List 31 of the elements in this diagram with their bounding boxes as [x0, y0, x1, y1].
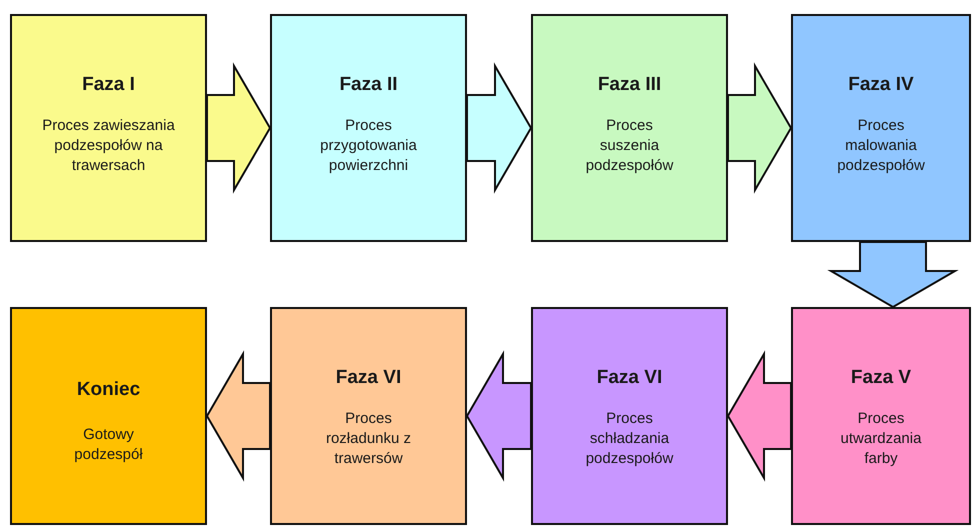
phase-description: Gotowy podzespół [73, 425, 144, 465]
block-arrow [466, 350, 532, 482]
phase-description: Proces utwardzania farby [840, 409, 922, 469]
phase-title: Faza II [339, 74, 398, 96]
phase-title: Koniec [76, 379, 140, 401]
block-arrow [827, 241, 959, 308]
phase-box [791, 14, 971, 242]
phase-box [791, 307, 971, 525]
phase-box [531, 14, 728, 242]
block-arrow [727, 62, 792, 194]
phase-box [10, 307, 207, 525]
phase-title: Faza III [598, 74, 662, 96]
phase-title: Faza V [850, 367, 912, 389]
phase-box [270, 307, 467, 525]
phase-title: Faza VI [596, 367, 662, 389]
phase-description: Proces suszenia podzespołów [584, 116, 674, 176]
phase-description: Proces malowania podzespołów [836, 116, 926, 176]
phase-description: Proces przygotowania powierzchni [319, 116, 418, 176]
phase-box [531, 307, 728, 525]
block-arrow [206, 62, 272, 194]
phase-description: Proces rozładunku z trawersów [324, 409, 412, 469]
phase-box [270, 14, 467, 242]
block-arrow [206, 350, 271, 482]
phase-title: Faza IV [848, 74, 914, 96]
phase-title: Faza I [82, 74, 135, 96]
phase-box [10, 14, 207, 242]
block-arrow [466, 62, 532, 194]
phase-description: Proces schładzania podzespołów [584, 409, 674, 469]
block-arrow [726, 350, 792, 482]
phase-description: Proces zawieszania podzespołów na trawersach [41, 116, 176, 176]
phase-title: Faza VI [336, 367, 402, 389]
